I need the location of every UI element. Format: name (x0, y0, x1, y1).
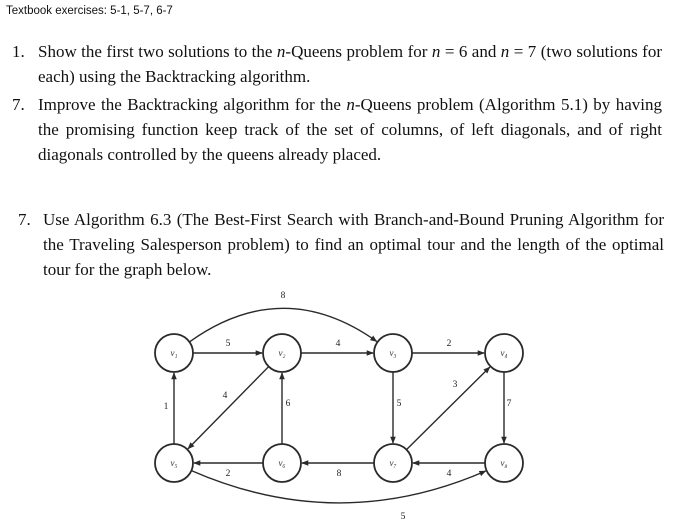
node-label: v₂ (278, 348, 285, 358)
edge-weight-label: 8 (281, 291, 286, 301)
edge-weight-label: 2 (226, 469, 231, 479)
node-label: v₃ (389, 348, 396, 358)
page-header: Textbook exercises: 5-1, 5-7, 6-7 (6, 5, 173, 17)
node-label: v₆ (278, 458, 285, 468)
node-v8: v₈ (484, 443, 524, 483)
edge-weight-label: 6 (286, 399, 291, 409)
node-label: v₄ (500, 348, 507, 358)
edge-v7-v4 (406, 366, 491, 451)
edge-v1-v3 (189, 307, 378, 343)
node-label: v₇ (389, 458, 396, 468)
node-v6: v₆ (262, 443, 302, 483)
exercise-1: 1. Show the first two solutions to the n… (12, 39, 662, 89)
edge-weight-label: 5 (401, 512, 406, 522)
edge-weight-label: 4 (336, 339, 341, 349)
node-v7: v₇ (373, 443, 413, 483)
exercise-number: 7. (12, 95, 25, 114)
edge-weight-label: 7 (507, 399, 512, 409)
node-label: v₈ (500, 458, 507, 468)
node-label: v₁ (170, 348, 177, 358)
node-v3: v₃ (373, 333, 413, 373)
exercise-text: Show the first two solutions to the n-Qu… (38, 42, 662, 86)
edge-weight-label: 2 (447, 339, 452, 349)
edge-v2-v5 (187, 366, 270, 450)
node-v5: v₅ (154, 443, 194, 483)
edge-weight-label: 1 (164, 402, 169, 412)
edge-weight-label: 4 (447, 469, 452, 479)
edge-weight-label: 3 (453, 380, 458, 390)
node-label: v₅ (170, 458, 177, 468)
node-v4: v₄ (484, 333, 524, 373)
node-v1: v₁ (154, 333, 194, 373)
edge-weight-label: 8 (337, 469, 342, 479)
exercise-3: 7. Use Algorithm 6.3 (The Best-First Sea… (18, 207, 664, 282)
edge-weight-label: 5 (397, 399, 402, 409)
exercise-text: Improve the Backtracking algorithm for t… (38, 95, 662, 164)
exercise-2: 7. Improve the Backtracking algorithm fo… (12, 92, 662, 167)
edge-v5-v8 (191, 469, 487, 504)
edge-weight-label: 5 (226, 339, 231, 349)
node-v2: v₂ (262, 333, 302, 373)
edge-weight-label: 4 (223, 391, 228, 401)
exercise-number: 1. (12, 42, 25, 61)
exercise-text: Use Algorithm 6.3 (The Best-First Search… (43, 210, 664, 279)
exercise-number: 7. (18, 210, 31, 229)
